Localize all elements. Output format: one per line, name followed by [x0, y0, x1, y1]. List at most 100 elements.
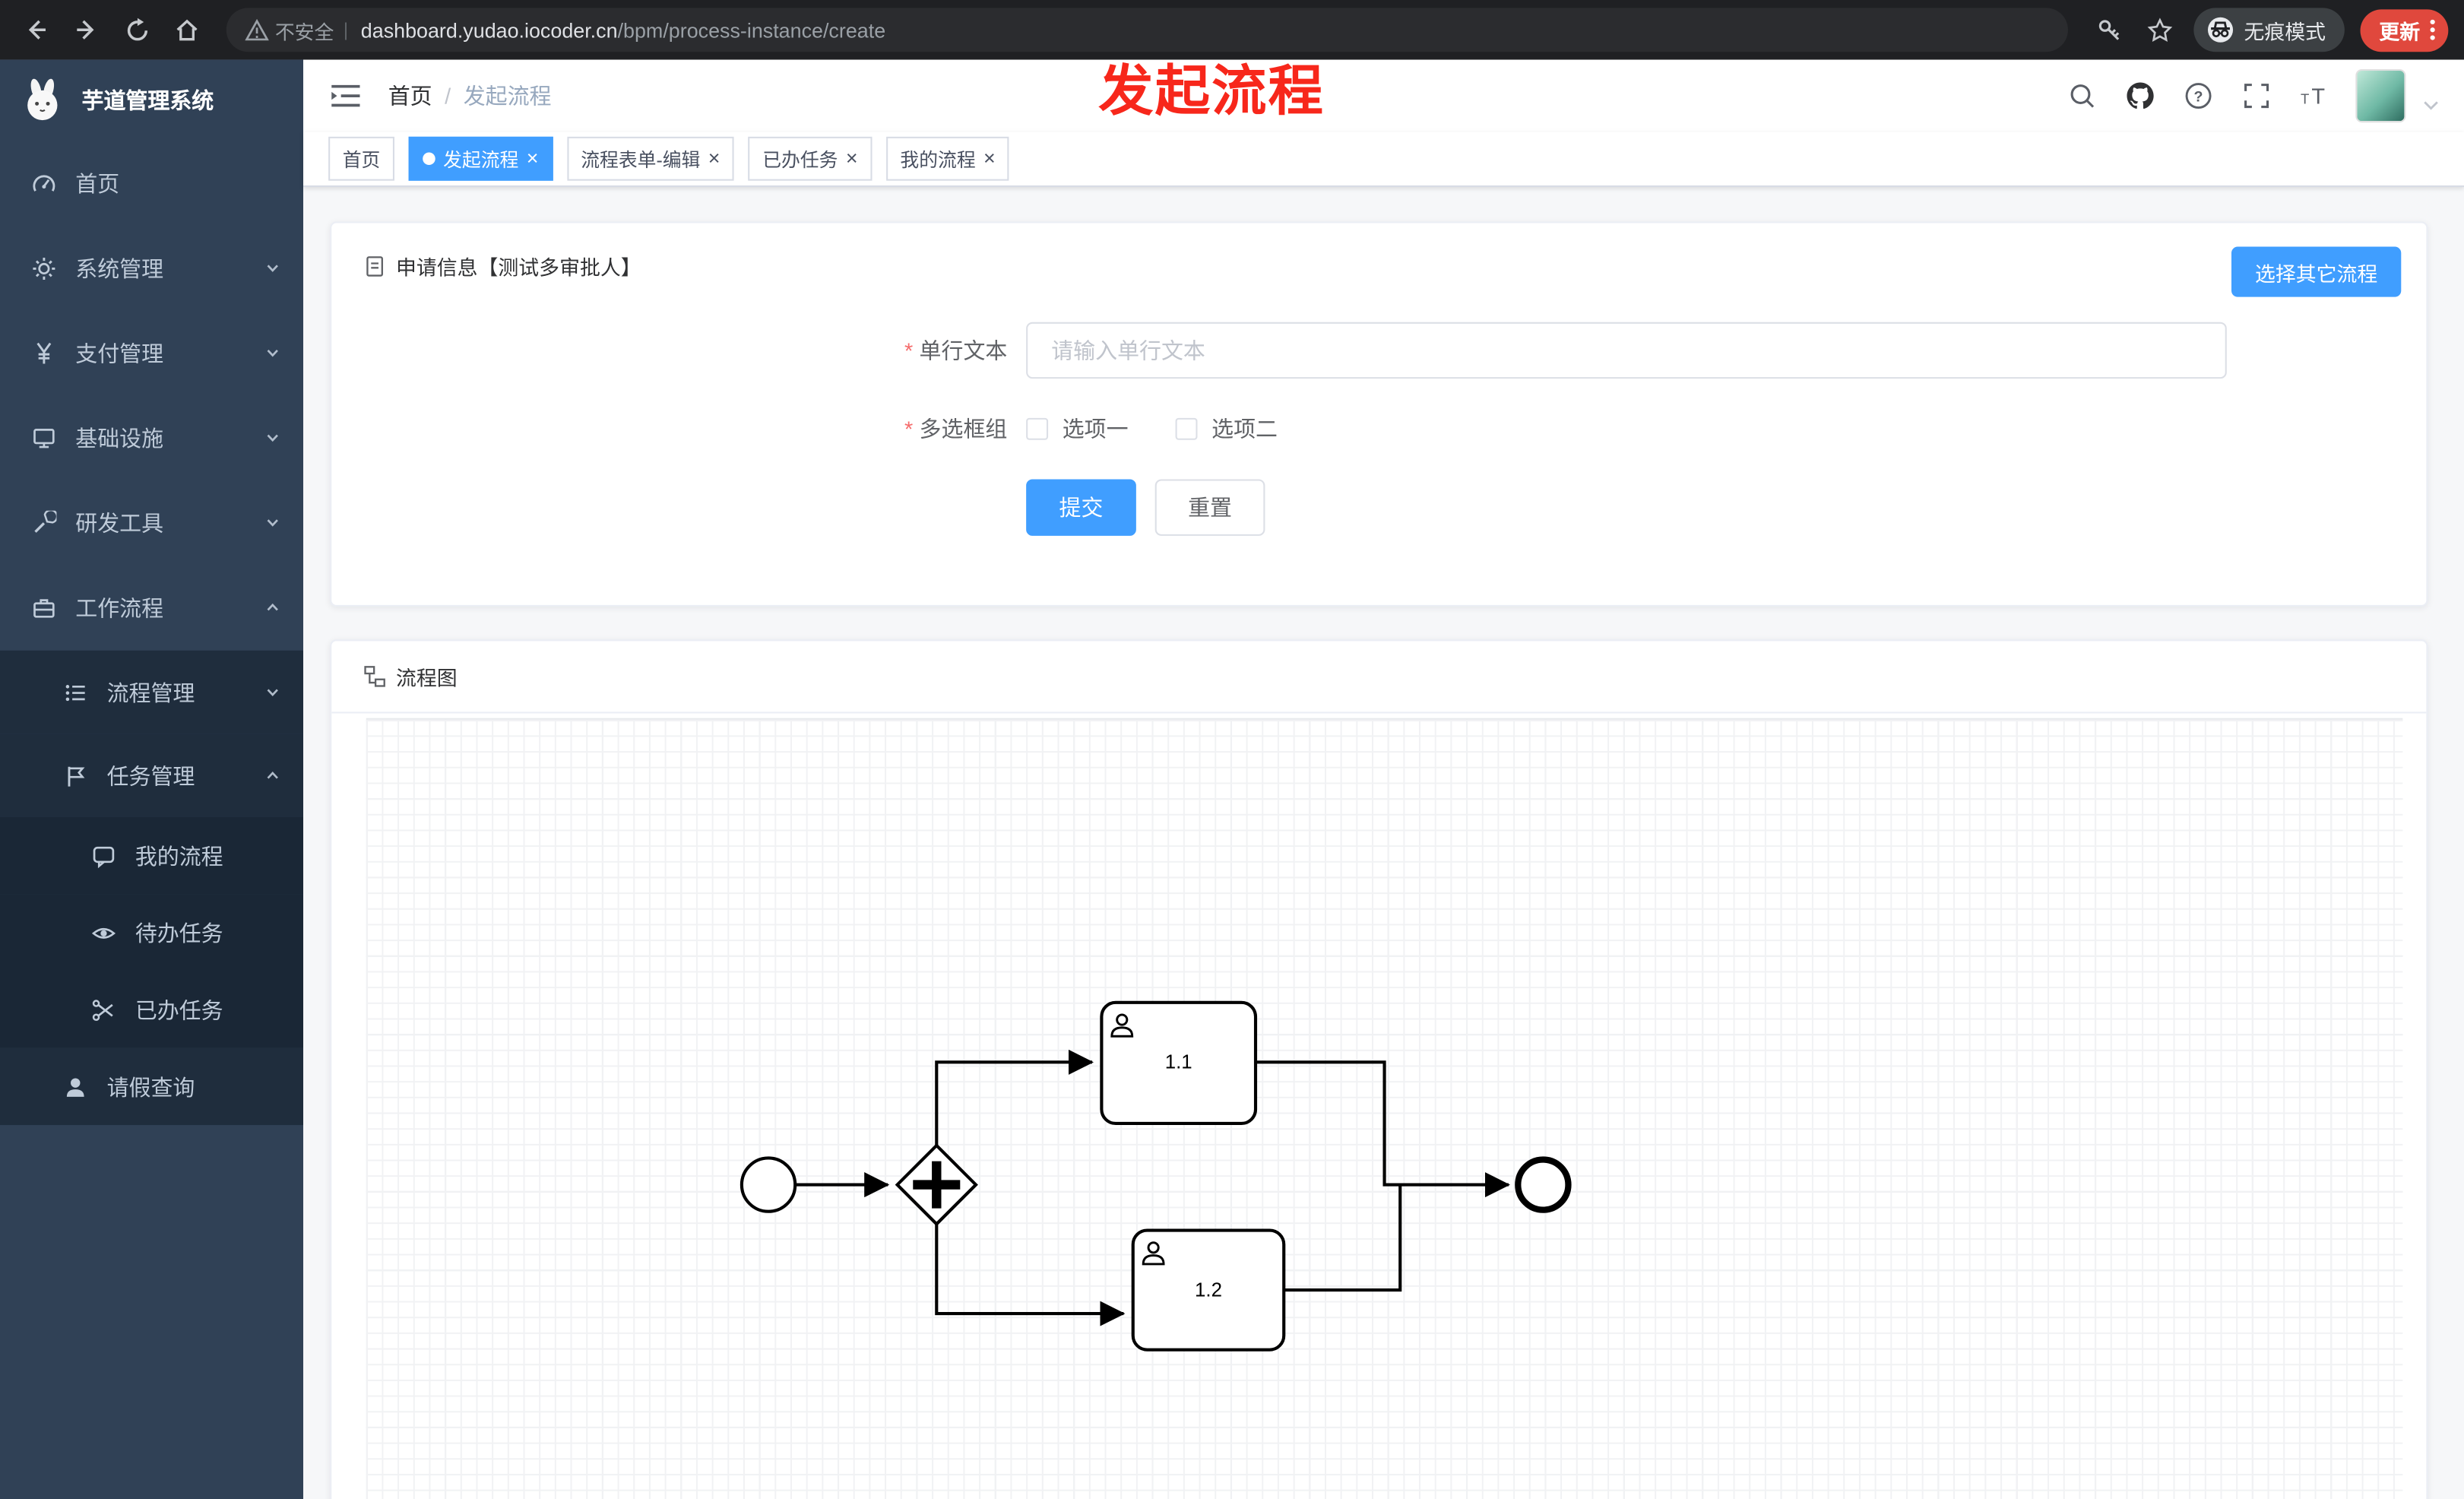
sidebar-item-process-management[interactable]: 流程管理: [0, 650, 304, 734]
diagram-card-header: 流程图: [331, 641, 2427, 714]
single-line-text-row: 单行文本: [331, 322, 2426, 379]
hamburger-icon[interactable]: [328, 78, 363, 113]
active-dot: [423, 152, 435, 166]
update-label: 更新: [2379, 19, 2421, 43]
tab-close-icon[interactable]: [983, 147, 996, 170]
end-event[interactable]: [1515, 1156, 1572, 1213]
form-card-header: 申请信息【测试多审批人】: [331, 223, 2426, 281]
single-line-text-input[interactable]: [1026, 322, 2227, 379]
tab-start-process[interactable]: 发起流程: [408, 136, 553, 181]
chevron-down-icon: [264, 341, 281, 366]
sidebar-item-leave-query[interactable]: 请假查询: [0, 1047, 304, 1126]
breadcrumb: 首页 发起流程: [388, 80, 552, 111]
sidebar-item-done-tasks[interactable]: 已办任务: [0, 971, 304, 1048]
svg-text:?: ?: [2194, 88, 2203, 105]
address-bar[interactable]: 不安全 | dashboard.yudao.iocoder.cn/bpm/pro…: [226, 8, 2068, 52]
app-title: 芋道管理系统: [81, 87, 214, 113]
browser-menu-icon[interactable]: [2430, 17, 2436, 43]
gateway-plus-icon: [913, 1161, 961, 1209]
bpmn-canvas[interactable]: 1.1 1.2: [366, 718, 2403, 1499]
yen-icon: [31, 341, 56, 366]
user-task-icon: [1142, 1241, 1165, 1266]
home-icon[interactable]: [166, 9, 207, 50]
eye-icon: [91, 920, 116, 945]
monitor-icon: [31, 426, 56, 451]
user-task-1-1[interactable]: [1100, 1000, 1258, 1126]
update-button[interactable]: 更新: [2360, 8, 2449, 52]
incognito-spy-icon: [2207, 17, 2233, 43]
tab-close-icon[interactable]: [708, 147, 721, 170]
dashboard-icon: [31, 171, 56, 196]
wrench-icon: [31, 510, 57, 536]
page-content: 申请信息【测试多审批人】 选择其它流程 单行文本 多选框组: [303, 187, 2464, 1499]
task1-label: 1.1: [1165, 1052, 1192, 1073]
sidebar-item-infrastructure[interactable]: 基础设施: [0, 396, 303, 481]
flow-task2-to-end: [1284, 1184, 1402, 1292]
tab-home[interactable]: 首页: [328, 136, 394, 181]
not-secure-label: 不安全: [274, 21, 334, 43]
person-icon: [63, 1074, 88, 1099]
forward-icon[interactable]: [66, 9, 107, 50]
breadcrumb-current: 发起流程: [463, 83, 552, 109]
breadcrumb-home[interactable]: 首页: [388, 83, 432, 109]
incognito-label: 无痕模式: [2244, 19, 2326, 43]
user-avatar[interactable]: [2355, 68, 2406, 123]
chevron-up-icon: [264, 595, 281, 620]
github-icon[interactable]: [2123, 78, 2157, 113]
diagram-card-title: 流程图: [396, 666, 458, 690]
checkbox-icon[interactable]: [1026, 417, 1049, 440]
reset-button[interactable]: 重置: [1154, 479, 1265, 536]
sidebar-item-system[interactable]: 系统管理: [0, 227, 303, 312]
tab-close-icon[interactable]: [846, 147, 858, 170]
breadcrumb-separator: [445, 84, 451, 109]
tab-close-icon[interactable]: [527, 147, 539, 170]
tab-form-edit[interactable]: 流程表单-编辑: [566, 136, 735, 181]
tab-done-tasks[interactable]: 已办任务: [748, 136, 873, 181]
flowchart-icon: [364, 666, 385, 687]
bookmark-star-icon[interactable]: [2143, 13, 2177, 47]
start-event[interactable]: [740, 1156, 797, 1213]
help-icon[interactable]: ?: [2181, 78, 2215, 113]
chevron-down-icon: [264, 426, 281, 451]
top-header: 首页 发起流程 ? TT: [303, 59, 2464, 132]
reload-icon[interactable]: [116, 9, 157, 50]
search-icon[interactable]: [2065, 78, 2099, 113]
sidebar-item-payment[interactable]: 支付管理: [0, 311, 303, 396]
flag-icon: [63, 763, 88, 788]
briefcase-icon: [31, 595, 56, 620]
tree-list-icon: [63, 680, 88, 705]
avatar-caret-down-icon[interactable]: [2423, 91, 2439, 119]
page-title-overlay: 发起流程: [1098, 61, 1325, 123]
user-task-1-2[interactable]: [1131, 1228, 1286, 1352]
choose-other-process-button[interactable]: 选择其它流程: [2231, 246, 2402, 297]
sidebar-item-task-management[interactable]: 任务管理: [0, 734, 304, 817]
sidebar: 芋道管理系统 首页 系统管理 支付管理 基础设施 研发工具: [0, 59, 304, 1499]
single-line-text-label: 单行文本: [331, 334, 1008, 366]
sidebar-item-home[interactable]: 首页: [0, 141, 303, 227]
warning-icon: [245, 17, 269, 40]
checkbox-option-1[interactable]: 选项一: [1026, 414, 1129, 445]
submit-button[interactable]: 提交: [1026, 479, 1136, 536]
bpmn-diagram: 1.1 1.2: [740, 1000, 1572, 1352]
diagram-canvas-wrap: 1.1 1.2: [331, 713, 2426, 1499]
form-document-icon: [366, 256, 383, 277]
sidebar-item-todo-tasks[interactable]: 待办任务: [0, 894, 304, 971]
form-buttons: 提交 重置: [1026, 479, 2426, 536]
back-icon[interactable]: [16, 9, 57, 50]
fullscreen-icon[interactable]: [2239, 78, 2273, 113]
checkbox-group-row: 多选框组 选项一 选项二: [331, 414, 2426, 445]
app-logo[interactable]: 芋道管理系统: [0, 60, 303, 141]
process-form: 单行文本 多选框组 选项一: [331, 322, 2426, 536]
tab-my-process[interactable]: 我的流程: [885, 136, 1010, 181]
logo-rabbit-icon: [27, 78, 58, 121]
process-diagram-card: 流程图: [330, 639, 2428, 1499]
sidebar-item-workflow[interactable]: 工作流程: [0, 566, 303, 651]
sidebar-item-my-process[interactable]: 我的流程: [0, 816, 304, 895]
checkbox-option-2[interactable]: 选项二: [1175, 414, 1278, 445]
password-key-icon[interactable]: [2093, 13, 2127, 47]
checkbox-icon[interactable]: [1175, 417, 1198, 440]
incognito-badge: 无痕模式: [2193, 8, 2345, 52]
sidebar-item-devtools[interactable]: 研发工具: [0, 481, 303, 566]
